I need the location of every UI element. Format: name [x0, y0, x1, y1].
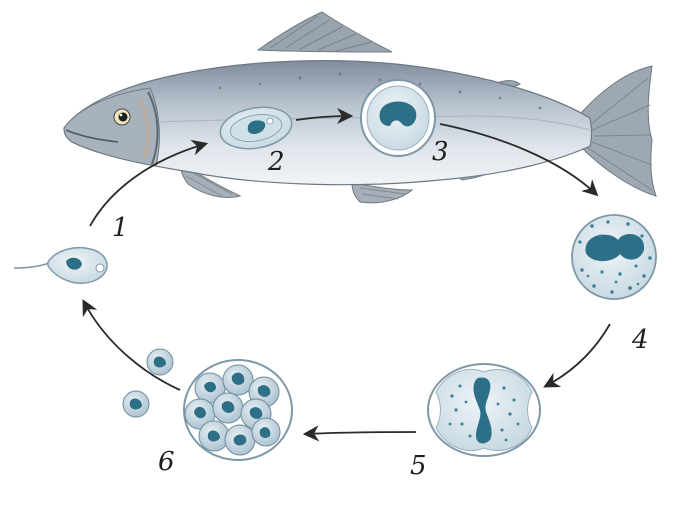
stage-label-2: 2 — [267, 147, 285, 177]
stage-label-6: 6 — [158, 447, 175, 477]
cycle-arrows — [82, 107, 611, 442]
stage-1-swimmer — [13, 246, 108, 284]
pectoral-fin — [179, 161, 242, 198]
tail-fin — [581, 65, 657, 197]
stage-label-5: 5 — [410, 451, 427, 481]
arrow-6-to-1 — [82, 299, 181, 391]
pelvic-fin — [351, 182, 414, 204]
arrow-1-to-2 — [89, 139, 209, 227]
arrow-2-to-3 — [295, 107, 354, 125]
stage-6-cyst — [183, 359, 293, 461]
dorsal-fin — [256, 11, 393, 53]
arrow-5-to-6 — [302, 425, 417, 442]
stage-label-3: 3 — [432, 137, 449, 167]
stage-3-cell — [360, 79, 436, 157]
stage-label-1: 1 — [112, 213, 129, 243]
stage-2-cell — [219, 106, 293, 150]
fish-head — [63, 87, 160, 167]
stage-4-cell — [571, 214, 657, 300]
stage-label-4: 4 — [631, 325, 649, 355]
fish-illustration — [63, 11, 657, 204]
arrow-3-to-4 — [439, 123, 599, 197]
stage-5-cell — [427, 363, 541, 457]
released-spores — [122, 348, 174, 418]
arrow-4-to-5 — [543, 323, 611, 388]
